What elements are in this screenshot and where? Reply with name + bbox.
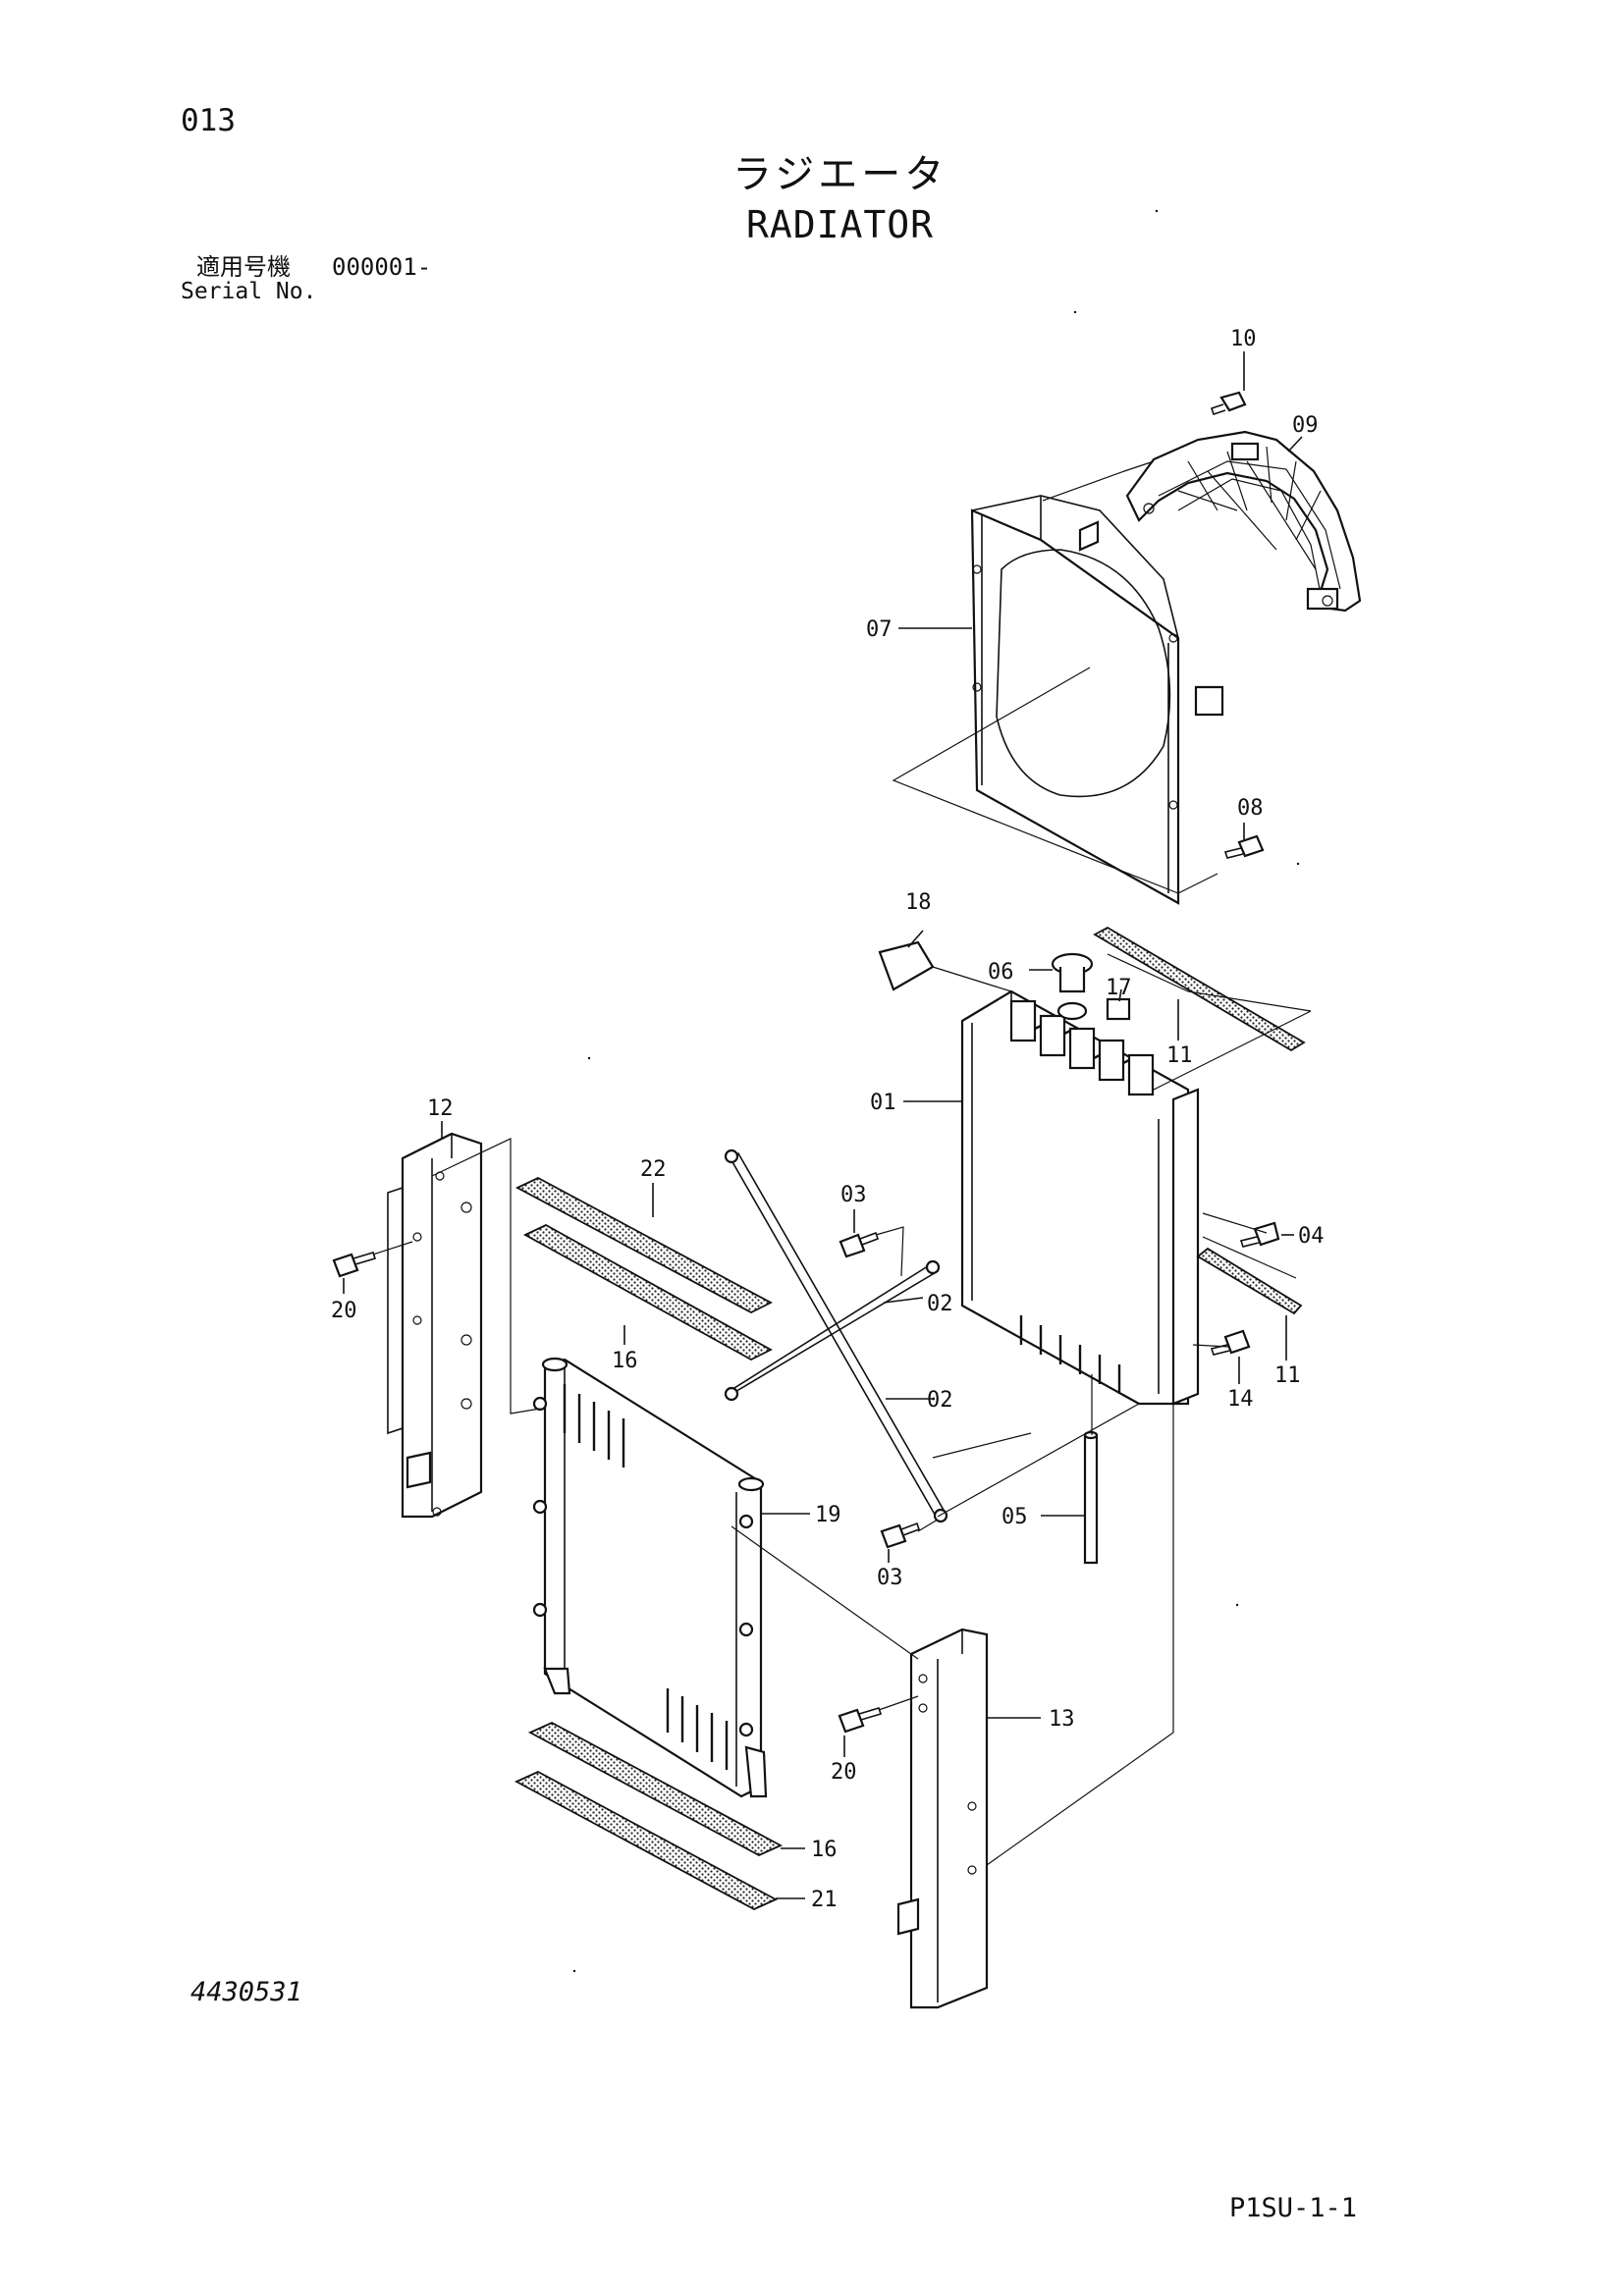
callout-leaders [343,351,1303,1899]
serial-value: 000001- [332,253,432,281]
callout-08: 08 [1237,796,1264,821]
callout-02b: 02 [927,1388,953,1413]
callout-16b: 16 [811,1838,838,1862]
callout-02a: 02 [927,1292,953,1316]
callout-06: 06 [988,960,1014,985]
seal-strip-part-16b [527,1721,784,1857]
callout-05: 05 [1001,1505,1028,1529]
side-plate-part-12 [387,1132,483,1519]
seal-strip-part-11b [1196,1247,1303,1315]
radiator-cap-part [1051,952,1094,1021]
bolt-part-14 [1210,1329,1251,1356]
callout-04: 04 [1298,1224,1325,1249]
bolt-part-20b [838,1707,883,1734]
bracket-part-18 [878,940,935,991]
fan-guard-part [1125,430,1362,613]
rod-part-05 [1083,1430,1099,1565]
side-plate-part-13 [896,1628,989,2009]
assembly-lines [372,460,1312,1866]
callout-14: 14 [1227,1387,1254,1412]
callout-10: 10 [1230,327,1257,351]
sheet-code: P1SU-1-1 [1229,2193,1358,2223]
callout-16a: 16 [612,1349,638,1373]
page-number: 013 [181,103,236,138]
callout-21: 21 [811,1888,838,1912]
seal-strip-part-11a [1093,926,1306,1052]
serial-label-japanese: 適用号機 [196,253,291,281]
bolt-part-08 [1223,834,1265,859]
oil-cooler-part [532,1357,768,1798]
bolt-part-20a [332,1252,377,1278]
bolt-part-10 [1210,391,1247,416]
drawing-number: 4430531 [190,1977,302,2007]
callout-19: 19 [815,1503,841,1527]
page-title: RADIATOR [746,203,935,246]
callout-11a: 11 [1166,1043,1193,1068]
radiator-core-part [960,989,1200,1406]
seal-strip-part-22 [515,1176,773,1314]
callout-01: 01 [870,1091,896,1115]
callout-11b: 11 [1274,1363,1301,1388]
callout-13: 13 [1049,1707,1075,1732]
callout-18: 18 [905,890,932,915]
seal-strip-part-21 [514,1770,779,1911]
stray-dots [572,209,1300,1973]
callout-03a: 03 [840,1183,867,1207]
bolt-part-03a [839,1231,880,1258]
stay-rod-parts [724,1148,948,1523]
callout-09: 09 [1292,413,1319,438]
callout-20b: 20 [831,1760,857,1785]
bolt-part-04 [1239,1221,1280,1248]
callout-numbers: 10 09 07 08 18 06 17 11 01 12 22 03 04 0… [331,327,1325,1912]
callout-03b: 03 [877,1566,903,1590]
callout-22: 22 [640,1157,667,1182]
callout-12: 12 [427,1096,454,1121]
serial-label-english: Serial No. [181,279,317,304]
callout-07: 07 [866,617,893,642]
callout-17: 17 [1106,976,1132,1000]
callout-20a: 20 [331,1299,357,1323]
title-japanese: ラジエータ [732,152,948,197]
seal-strip-part-16a [523,1223,773,1362]
bolt-part-03b [880,1522,921,1549]
label-plate-part [1106,997,1131,1021]
fan-shroud-part [970,495,1224,905]
